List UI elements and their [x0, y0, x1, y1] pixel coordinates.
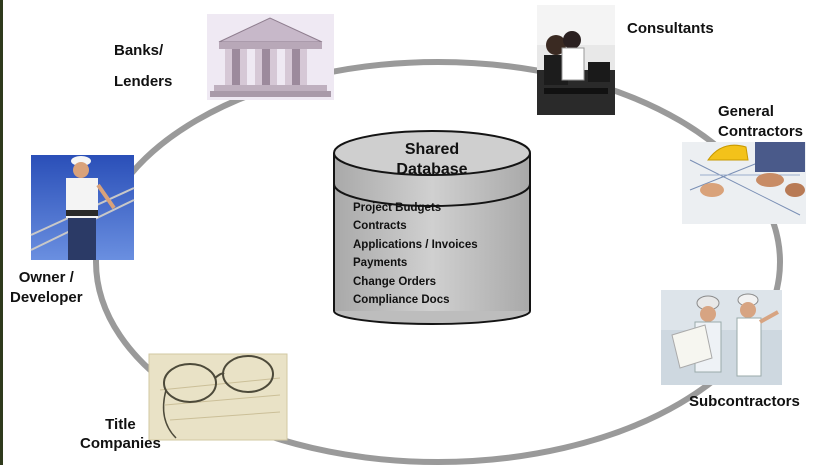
database-item: Applications / Invoices — [353, 238, 478, 251]
owner-label-line1: Owner / — [18, 269, 74, 286]
subcontractors-label: Subcontractors — [689, 393, 800, 410]
consultants-label: Consultants — [627, 20, 714, 37]
left-frame-border — [0, 0, 3, 465]
connection-ring — [93, 59, 783, 465]
database-item: Contracts — [353, 220, 407, 233]
database-item: Change Orders — [353, 275, 437, 288]
database-item: Project Budgets — [353, 202, 442, 214]
bank-building-image — [207, 14, 334, 100]
database-title-line2: Database — [396, 160, 468, 178]
banks-label-line2: Lenders — [114, 72, 173, 90]
subcontractors-image — [661, 290, 782, 385]
general-contractors-image — [682, 142, 806, 224]
database-item: Payments — [353, 257, 408, 270]
label-general-contractors: General Contractors — [718, 102, 803, 141]
label-banks-lenders: Banks/ Lenders — [114, 40, 172, 93]
title-companies-image — [148, 353, 288, 441]
title-companies-line1: Title — [105, 416, 136, 433]
shared-database-cylinder — [333, 130, 531, 325]
database-title-line1: Shared — [404, 141, 460, 158]
general-contractors-line2: Contractors — [718, 122, 804, 140]
database-title: Shared Database — [334, 140, 530, 179]
label-subcontractors: Subcontractors — [689, 391, 800, 413]
label-title-companies: Title Companies — [80, 416, 161, 454]
consultants-image — [537, 5, 615, 115]
label-consultants: Consultants — [627, 18, 714, 40]
database-contents-list: Project Budgets Contracts Applications /… — [353, 199, 478, 309]
label-owner-developer: Owner / Developer — [10, 268, 83, 307]
title-companies-line2: Companies — [80, 434, 161, 452]
owner-label-line2: Developer — [10, 288, 83, 306]
database-item: Compliance Docs — [353, 293, 450, 306]
owner-developer-image — [30, 155, 135, 260]
banks-label-line1: Banks/ — [114, 42, 164, 59]
general-contractors-line1: General — [718, 103, 774, 120]
